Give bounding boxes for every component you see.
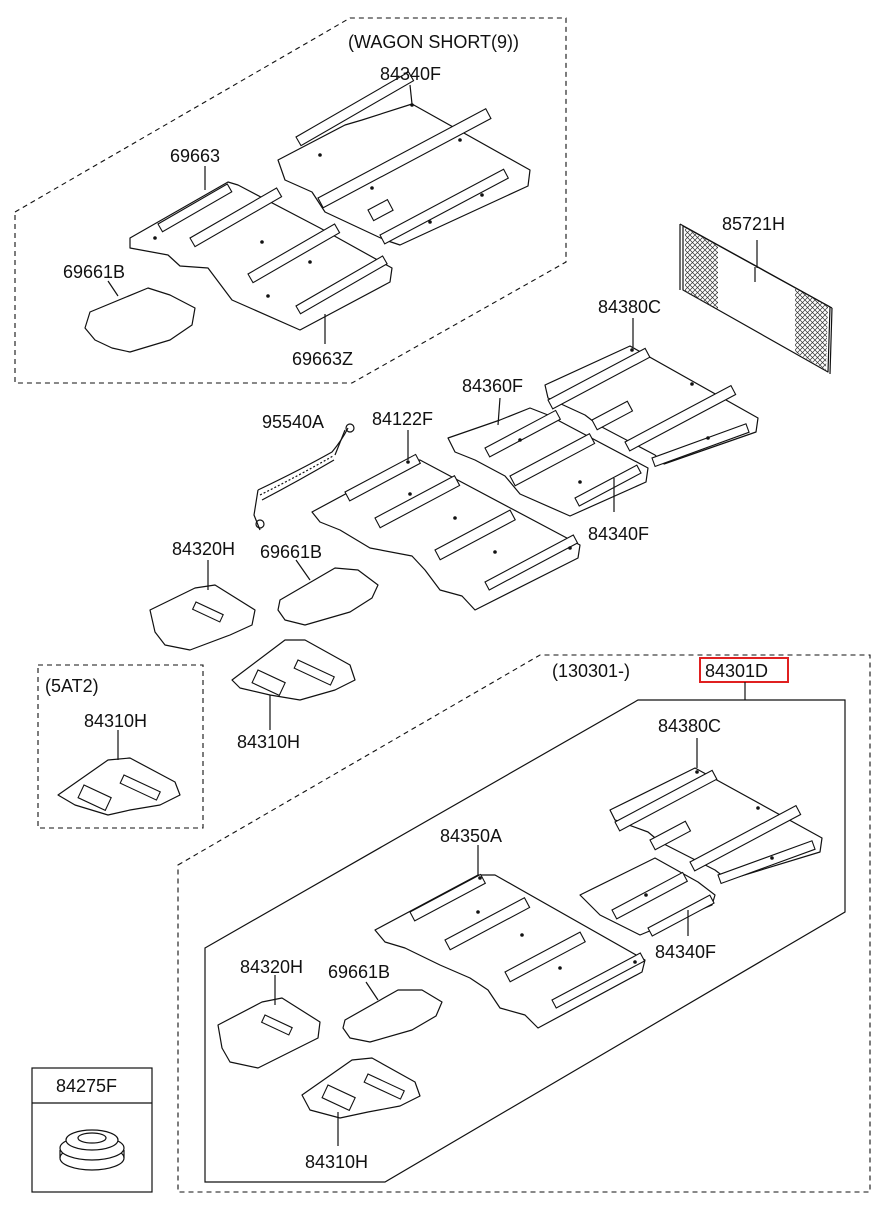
wagon-short-group: (WAGON SHORT(9)) 84340F xyxy=(14,17,567,384)
label-69663: 69663 xyxy=(170,146,220,166)
part-84340F-bottom[interactable]: 84340F xyxy=(579,857,716,962)
label-84340F-mid: 84340F xyxy=(588,524,649,544)
part-84275F-grommet[interactable]: 84275F xyxy=(31,1067,153,1193)
label-84320H-bottom: 84320H xyxy=(240,957,303,977)
part-84360F[interactable]: 84360F 84340F xyxy=(447,376,649,544)
part-69663[interactable]: 69663 69663Z xyxy=(129,146,393,369)
label-84310H-bottom: 84310H xyxy=(305,1152,368,1172)
part-84310H-mid[interactable]: 84310H xyxy=(231,639,356,752)
highlight-box-84301D[interactable] xyxy=(699,657,789,683)
label-84275F: 84275F xyxy=(56,1076,117,1096)
part-95540A-cable[interactable]: 95540A xyxy=(253,412,355,531)
part-84380C-mid[interactable]: 84380C xyxy=(544,297,759,468)
label-69663Z: 69663Z xyxy=(292,349,353,369)
part-69661B-mid[interactable]: 69661B xyxy=(260,542,379,626)
group-label-5at2: (5AT2) xyxy=(45,676,99,696)
label-95540A: 95540A xyxy=(262,412,324,432)
part-84380C-bottom[interactable]: 84380C xyxy=(609,716,823,885)
label-84350A: 84350A xyxy=(440,826,502,846)
label-69661B-mid: 69661B xyxy=(260,542,322,562)
part-85721H-cargo-net[interactable]: 85721H xyxy=(679,214,833,375)
part-84340F-top[interactable]: 84340F xyxy=(277,64,531,246)
label-84380C-mid: 84380C xyxy=(598,297,661,317)
part-84320H-bottom[interactable]: 84320H xyxy=(217,957,321,1069)
label-69661B-bottom: 69661B xyxy=(328,962,390,982)
label-84122F: 84122F xyxy=(372,409,433,429)
label-84320H-mid: 84320H xyxy=(172,539,235,559)
part-84310H-bottom[interactable]: 84310H xyxy=(301,1057,421,1172)
label-84340F-top: 84340F xyxy=(380,64,441,84)
5at2-group: (5AT2) 84310H xyxy=(37,664,204,829)
label-84380C-bottom: 84380C xyxy=(658,716,721,736)
part-84122F[interactable]: 84122F xyxy=(311,409,581,611)
part-84320H-mid[interactable]: 84320H xyxy=(149,539,256,651)
label-69661B-top: 69661B xyxy=(63,262,125,282)
part-69661B-bottom[interactable]: 69661B xyxy=(328,962,443,1043)
label-84310H-5at2: 84310H xyxy=(84,711,147,731)
group-label-wagon-short: (WAGON SHORT(9)) xyxy=(348,32,519,52)
label-84310H-mid: 84310H xyxy=(237,732,300,752)
label-84360F: 84360F xyxy=(462,376,523,396)
part-84310H-5at2[interactable]: 84310H xyxy=(57,711,181,816)
group-label-date-range: (130301-) xyxy=(552,661,630,681)
label-85721H: 85721H xyxy=(722,214,785,234)
date-range-group: (130301-) 84301D 84380C 84340F xyxy=(177,654,871,1193)
part-69661B-top[interactable]: 69661B xyxy=(63,262,196,353)
label-84301D[interactable]: 84301D xyxy=(705,661,768,681)
part-84350A[interactable]: 84350A xyxy=(374,826,646,1029)
label-84340F-bottom: 84340F xyxy=(655,942,716,962)
